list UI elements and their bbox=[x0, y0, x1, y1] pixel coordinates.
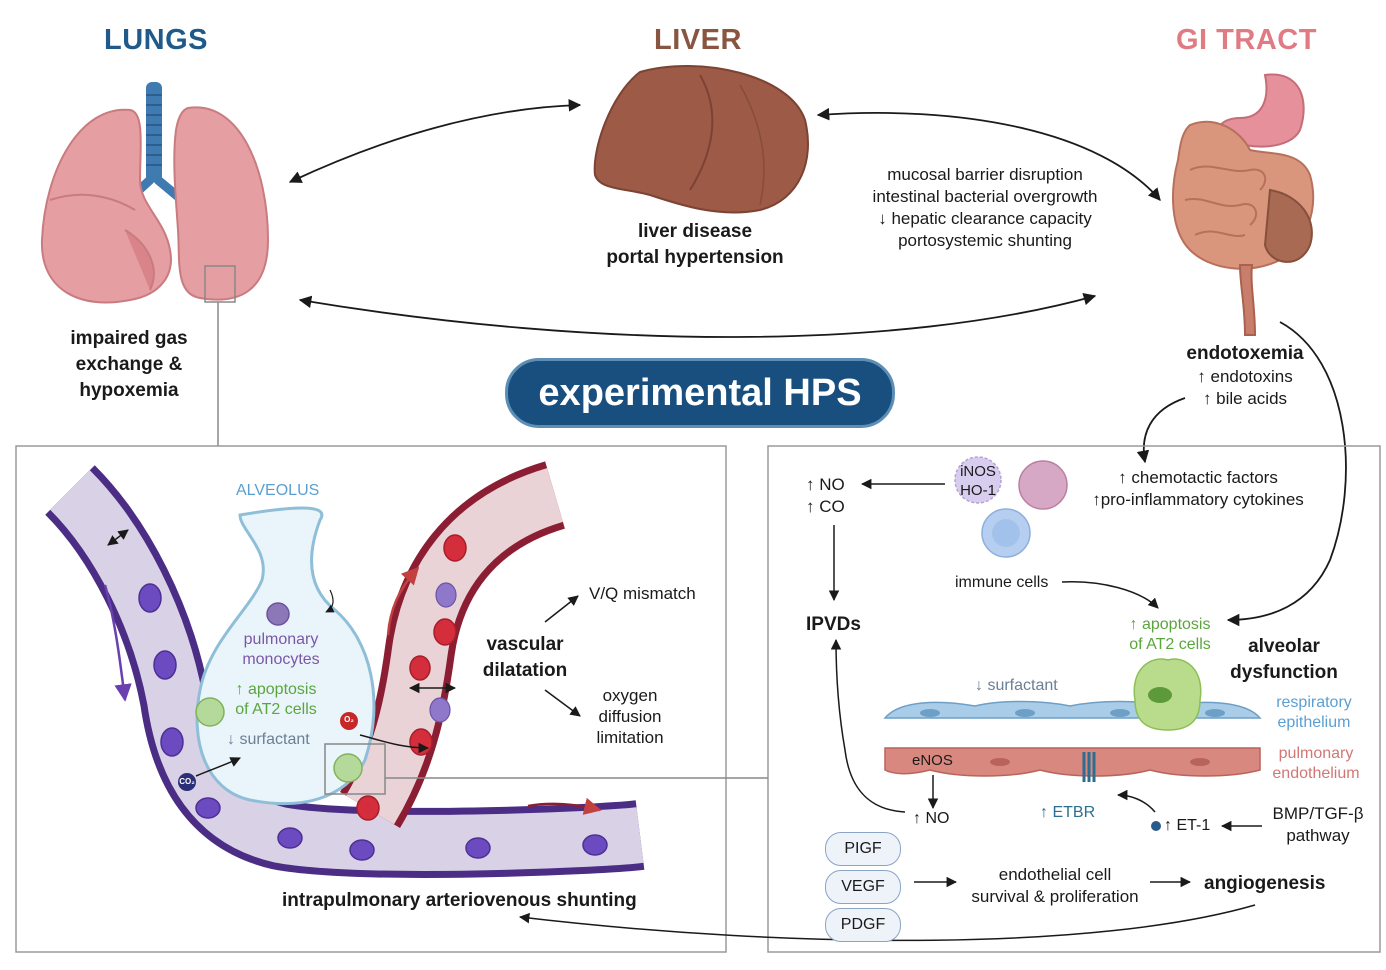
lungs-illustration bbox=[40, 82, 270, 446]
no-label: ↑ NO bbox=[913, 810, 950, 827]
factor-line: intestinal bacterial overgrowth bbox=[872, 187, 1098, 206]
o2-badge: O₂ bbox=[344, 715, 354, 724]
respiratory-epithelium-label: respiratory epithelium bbox=[1266, 693, 1362, 733]
shunting-label: intrapulmonary arteriovenous shunting bbox=[282, 890, 637, 911]
factors-line: ↑ chemotactic factors bbox=[1118, 468, 1278, 487]
respiratory-line: respiratory bbox=[1276, 694, 1352, 711]
et1-label: ↑ ET-1 bbox=[1164, 817, 1211, 834]
factor-line: mucosal barrier disruption bbox=[887, 165, 1083, 184]
left-surfactant-label: ↓ surfactant bbox=[227, 731, 310, 748]
alveolar-line: dysfunction bbox=[1230, 662, 1338, 683]
factor-line: portosystemic shunting bbox=[898, 231, 1072, 250]
factor-line: ↓ hepatic clearance capacity bbox=[878, 209, 1092, 228]
endothelial-line: survival & proliferation bbox=[971, 887, 1139, 906]
lungs-caption-line: exchange & bbox=[75, 354, 183, 375]
enos-label: eNOS bbox=[912, 752, 953, 769]
right-surfactant-label: ↓ surfactant bbox=[975, 677, 1058, 694]
endotoxemia-item: ↑ endotoxins bbox=[1197, 367, 1293, 386]
experimental-hps-label: experimental HPS bbox=[505, 358, 895, 428]
liver-gi-factors: mucosal barrier disruption intestinal ba… bbox=[845, 164, 1125, 252]
oxygen-diffusion-label: oxygen diffusion limitation bbox=[580, 685, 680, 748]
growth-factor-pdgf: PDGF bbox=[825, 908, 901, 942]
growth-factor-pigf: PIGF bbox=[825, 832, 901, 866]
gi-title: GI TRACT bbox=[1176, 24, 1317, 56]
right-panel-graphics bbox=[518, 456, 1262, 942]
alveolar-dysfunction-label: alveolar dysfunction bbox=[1226, 634, 1342, 686]
monocytes-line: pulmonary bbox=[243, 631, 319, 648]
apoptosis-line: of AT2 cells bbox=[235, 701, 317, 718]
monocytes-label: pulmonary monocytes bbox=[226, 630, 336, 670]
pulmonary-line: pulmonary bbox=[1278, 745, 1354, 762]
right-apoptosis-label: ↑ apoptosis of AT2 cells bbox=[1118, 615, 1222, 655]
endotoxemia-block: endotoxemia ↑ endotoxins ↑ bile acids bbox=[1160, 342, 1330, 410]
gi-illustration bbox=[1172, 73, 1315, 336]
bmp-line: pathway bbox=[1286, 826, 1350, 845]
pulmonary-line: endothelium bbox=[1272, 765, 1360, 782]
liver-caption-line: portal hypertension bbox=[606, 247, 784, 268]
respiratory-line: epithelium bbox=[1277, 714, 1351, 731]
vq-mismatch-label: V/Q mismatch bbox=[589, 584, 696, 603]
monocytes-line: monocytes bbox=[242, 651, 320, 668]
apoptosis-line: ↑ apoptosis bbox=[235, 681, 317, 698]
apoptosis-line: of AT2 cells bbox=[1129, 636, 1211, 653]
liver-caption: liver disease portal hypertension bbox=[575, 219, 815, 271]
vascular-line: dilatation bbox=[482, 660, 568, 681]
bmp-tgf-label: BMP/TGF-β pathway bbox=[1266, 803, 1370, 847]
no-co-line: ↑ NO bbox=[806, 475, 845, 494]
lungs-title: LUNGS bbox=[104, 24, 208, 56]
immune-cells-label: immune cells bbox=[955, 574, 1049, 591]
endothelial-line: endothelial cell bbox=[998, 865, 1112, 884]
lungs-caption: impaired gas exchange & hypoxemia bbox=[40, 326, 218, 404]
bmp-line: BMP/TGF-β bbox=[1272, 804, 1364, 823]
oxygen-line: limitation bbox=[596, 728, 664, 747]
no-co-line: ↑ CO bbox=[806, 497, 845, 516]
left-panel bbox=[15, 445, 727, 953]
liver-illustration bbox=[593, 65, 809, 214]
vascular-dilatation-label: vascular dilatation bbox=[470, 632, 580, 684]
endotoxemia-title: endotoxemia bbox=[1186, 343, 1304, 364]
endothelial-survival-label: endothelial cell survival & proliferatio… bbox=[955, 864, 1155, 908]
oxygen-line: oxygen bbox=[602, 686, 658, 705]
etbr-label: ↑ ETBR bbox=[1040, 804, 1096, 821]
no-co-label: ↑ NO ↑ CO bbox=[806, 474, 845, 518]
liver-caption-line: liver disease bbox=[637, 221, 753, 242]
alveolus-label: ALVEOLUS bbox=[236, 482, 320, 499]
ipvds-label: IPVDs bbox=[806, 614, 861, 635]
inos-line: HO-1 bbox=[960, 482, 996, 499]
lungs-caption-line: hypoxemia bbox=[79, 380, 179, 401]
vascular-line: vascular bbox=[486, 634, 564, 655]
chemotactic-factors-label: ↑ chemotactic factors ↑pro-inflammatory … bbox=[1072, 467, 1324, 511]
pulmonary-endothelium-label: pulmonary endothelium bbox=[1264, 744, 1368, 784]
liver-title: LIVER bbox=[654, 24, 742, 56]
inos-line: iNOS bbox=[960, 463, 996, 480]
top-arrows bbox=[288, 99, 1347, 627]
oxygen-line: diffusion bbox=[598, 707, 662, 726]
growth-factor-vegf: VEGF bbox=[825, 870, 901, 904]
inos-ho1-label: iNOS HO-1 bbox=[955, 462, 1001, 500]
left-apoptosis-label: ↑ apoptosis of AT2 cells bbox=[222, 680, 330, 720]
endotoxemia-item: ↑ bile acids bbox=[1202, 389, 1288, 408]
right-panel bbox=[767, 445, 1381, 953]
apoptosis-line: ↑ apoptosis bbox=[1129, 616, 1211, 633]
vessel-diagram bbox=[44, 461, 768, 878]
co2-badge: CO₂ bbox=[179, 777, 195, 786]
factors-line: ↑pro-inflammatory cytokines bbox=[1092, 490, 1304, 509]
alveolar-line: alveolar bbox=[1248, 636, 1320, 657]
angiogenesis-label: angiogenesis bbox=[1204, 873, 1326, 894]
lungs-caption-line: impaired gas bbox=[70, 328, 188, 349]
